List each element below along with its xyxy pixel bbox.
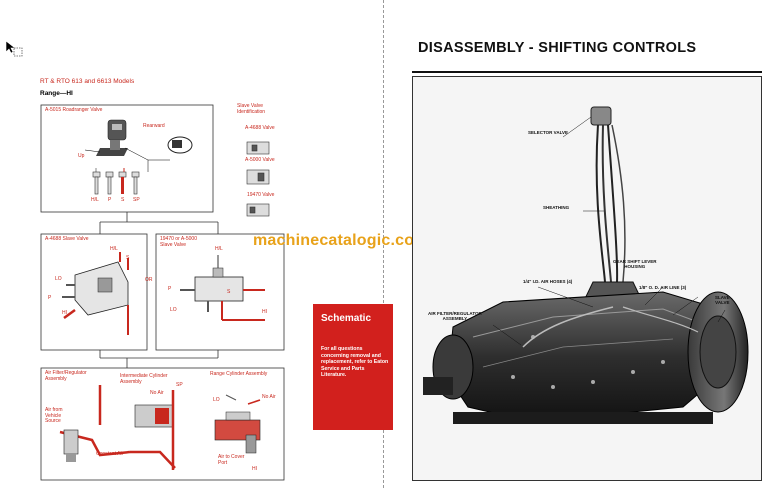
19470-slave-drawing xyxy=(180,255,265,321)
schematic-note: For all questions concerning removal and… xyxy=(321,346,389,378)
selector-valve-label: SELECTOR VALVE xyxy=(528,130,569,135)
slave-19470-panel xyxy=(155,233,285,351)
air-from-vehicle-label: Air from Vehicle Source xyxy=(45,407,63,424)
range-cylinder-header: Range Cylinder Assembly xyxy=(210,371,268,377)
roadranger-panel xyxy=(40,104,214,213)
19470-p-label: P xyxy=(168,286,172,292)
19470-s-label: S xyxy=(227,289,231,295)
slave-id-header: Slave Valve Identification xyxy=(237,103,266,115)
air-hoses-label: 1/4" I.D. AIR HOSES (4) xyxy=(523,279,573,284)
constant-air-label: Constant Air xyxy=(96,451,124,457)
intermediate-cylinder-header: Intermediate Cylinder Assembly xyxy=(120,373,168,385)
slave-id-a4688: A-4688 Valve xyxy=(245,125,275,131)
a4688-header: A-4688 Slave Valve xyxy=(45,236,89,242)
title-rule xyxy=(412,71,762,73)
no-air-label-2: No Air xyxy=(262,394,276,400)
schematic-note-box: Schematic For all questions concerning r… xyxy=(313,304,393,430)
filter-regulator-label: AIR FILTER/REGULATOR ASSEMBLY xyxy=(428,311,482,322)
gear-shift-housing-label: GEAR SHIFT LEVER HOUSING xyxy=(613,259,657,270)
slave-id-19470: 19470 Valve xyxy=(247,192,275,198)
roadranger-valve-drawing xyxy=(84,119,193,195)
slave-a4688-panel xyxy=(40,233,148,351)
air-to-cover-port-label: Air to Cover Port xyxy=(218,454,245,466)
left-page-title: RT & RTO 613 and 6613 Models xyxy=(40,78,135,85)
schematic-diagram xyxy=(40,104,285,481)
bottom-cylinders-drawing xyxy=(59,385,261,470)
mouse-pointer-icon xyxy=(5,40,23,57)
sp-label-bottom: SP xyxy=(176,382,183,388)
rearward-label: Rearward xyxy=(143,123,165,129)
sp-label: SP xyxy=(133,197,140,203)
lo-label-bottom: LO xyxy=(213,397,220,403)
up-label: Up xyxy=(78,153,85,159)
a4688-slave-drawing xyxy=(62,252,129,335)
right-page-title: DISASSEMBLY - SHIFTING CONTROLS xyxy=(418,40,697,56)
transmission-photo: SELECTOR VALVE SHEATHING GEAR SHIFT LEVE… xyxy=(412,76,762,481)
cylinders-panel xyxy=(40,367,285,481)
19470-header: 19470 or A-5000 Slave Valve xyxy=(160,236,197,248)
slave-id-icons xyxy=(246,141,270,217)
p-label: P xyxy=(108,197,112,203)
19470-hl-label: H/L xyxy=(215,246,223,252)
filter-regulator-header: Air Filter/Regulator Assembly xyxy=(45,370,87,382)
transmission-illustration xyxy=(423,106,749,424)
s-label: S xyxy=(121,197,125,203)
watermark-text: machinecatalogic.com xyxy=(253,232,429,249)
sheathing-label: SHEATHING xyxy=(543,205,570,210)
range-subtitle: Range—HI xyxy=(40,90,73,97)
a4688-hl-label: H/L xyxy=(110,246,118,252)
schematic-title: Schematic xyxy=(321,313,372,324)
a4688-hi-label: HI xyxy=(62,310,67,316)
19470-hi-label: HI xyxy=(262,309,267,315)
a4688-p-label: P xyxy=(48,295,52,301)
slave-valve-label: SLAVE VALVE xyxy=(715,295,730,306)
roadranger-header: A-5015 Roadranger Valve xyxy=(45,107,103,113)
connector-lines xyxy=(99,212,219,368)
air-line-label: 1/8" O. D. AIR LINE (3) xyxy=(639,285,687,290)
19470-lo-label: LO xyxy=(170,307,177,313)
a4688-s-label: S xyxy=(126,255,130,261)
hl-label: H/L xyxy=(91,197,99,203)
a4688-lo-label: LO xyxy=(55,276,62,282)
page-divider xyxy=(383,0,384,488)
or-label: OR xyxy=(145,277,153,283)
slave-id-a5000: A-5000 Valve xyxy=(245,157,275,163)
no-air-label-1: No Air xyxy=(150,390,164,396)
hi-label-bottom: HI xyxy=(252,466,257,472)
